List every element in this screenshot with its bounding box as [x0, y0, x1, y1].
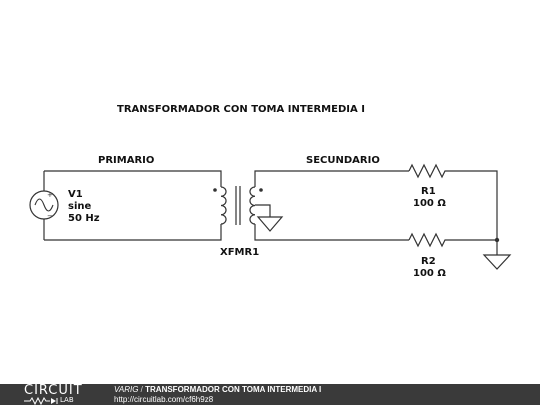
transformer-xfmr1 — [220, 186, 256, 225]
footer-separator: / — [138, 385, 146, 394]
r2-name: R2 — [421, 256, 436, 267]
schematic-canvas: + − — [29, 163, 512, 270]
r1-name: R1 — [421, 186, 436, 197]
footer-bar: CIRCUIT LAB VARIG / TRANSFORMADOR CON TO… — [0, 384, 540, 405]
transformer-name: XFMR1 — [220, 247, 260, 258]
svg-text:+: + — [47, 191, 53, 199]
ground-right — [482, 254, 512, 270]
resistor-r2 — [408, 232, 448, 248]
source-frequency: 50 Hz — [68, 213, 100, 224]
primary-dot — [213, 188, 217, 192]
footer-title[interactable]: TRANSFORMADOR CON TOMA INTERMEDIA I — [145, 385, 322, 394]
footer-author[interactable]: VARIG — [114, 385, 139, 394]
primary-label: PRIMARIO — [98, 155, 155, 166]
source-type: sine — [68, 201, 92, 212]
secondary-label: SECUNDARIO — [306, 155, 380, 166]
ground-center-tap — [256, 216, 284, 232]
diagram-title: TRANSFORMADOR CON TOMA INTERMEDIA I — [117, 104, 365, 115]
resistor-r1 — [408, 163, 448, 179]
footer-url[interactable]: http://circuitlab.com/cf6h9z8 — [114, 395, 214, 404]
logo-top-text: CIRCUIT — [24, 383, 83, 398]
r2-value: 100 Ω — [413, 268, 446, 279]
r1-value: 100 Ω — [413, 198, 446, 209]
right-wire — [448, 170, 498, 241]
primary-wire-bottom — [44, 224, 222, 241]
footer-title-line: VARIG / TRANSFORMADOR CON TOMA INTERMEDI… — [114, 385, 321, 395]
logo-bottom-text: LAB — [60, 396, 74, 404]
secondary-dot — [259, 188, 263, 192]
voltage-source-v1: + − — [29, 190, 59, 220]
center-tap-wire — [255, 204, 271, 217]
secondary-wire-bottom — [254, 224, 409, 241]
logo-resistor-icon — [24, 397, 58, 405]
svg-text:−: − — [47, 212, 53, 220]
junction-dot — [494, 237, 500, 243]
source-name: V1 — [68, 189, 83, 200]
primary-wire-top — [44, 170, 222, 187]
secondary-wire-top — [254, 170, 409, 187]
circuitlab-logo[interactable]: CIRCUIT LAB — [24, 384, 96, 405]
